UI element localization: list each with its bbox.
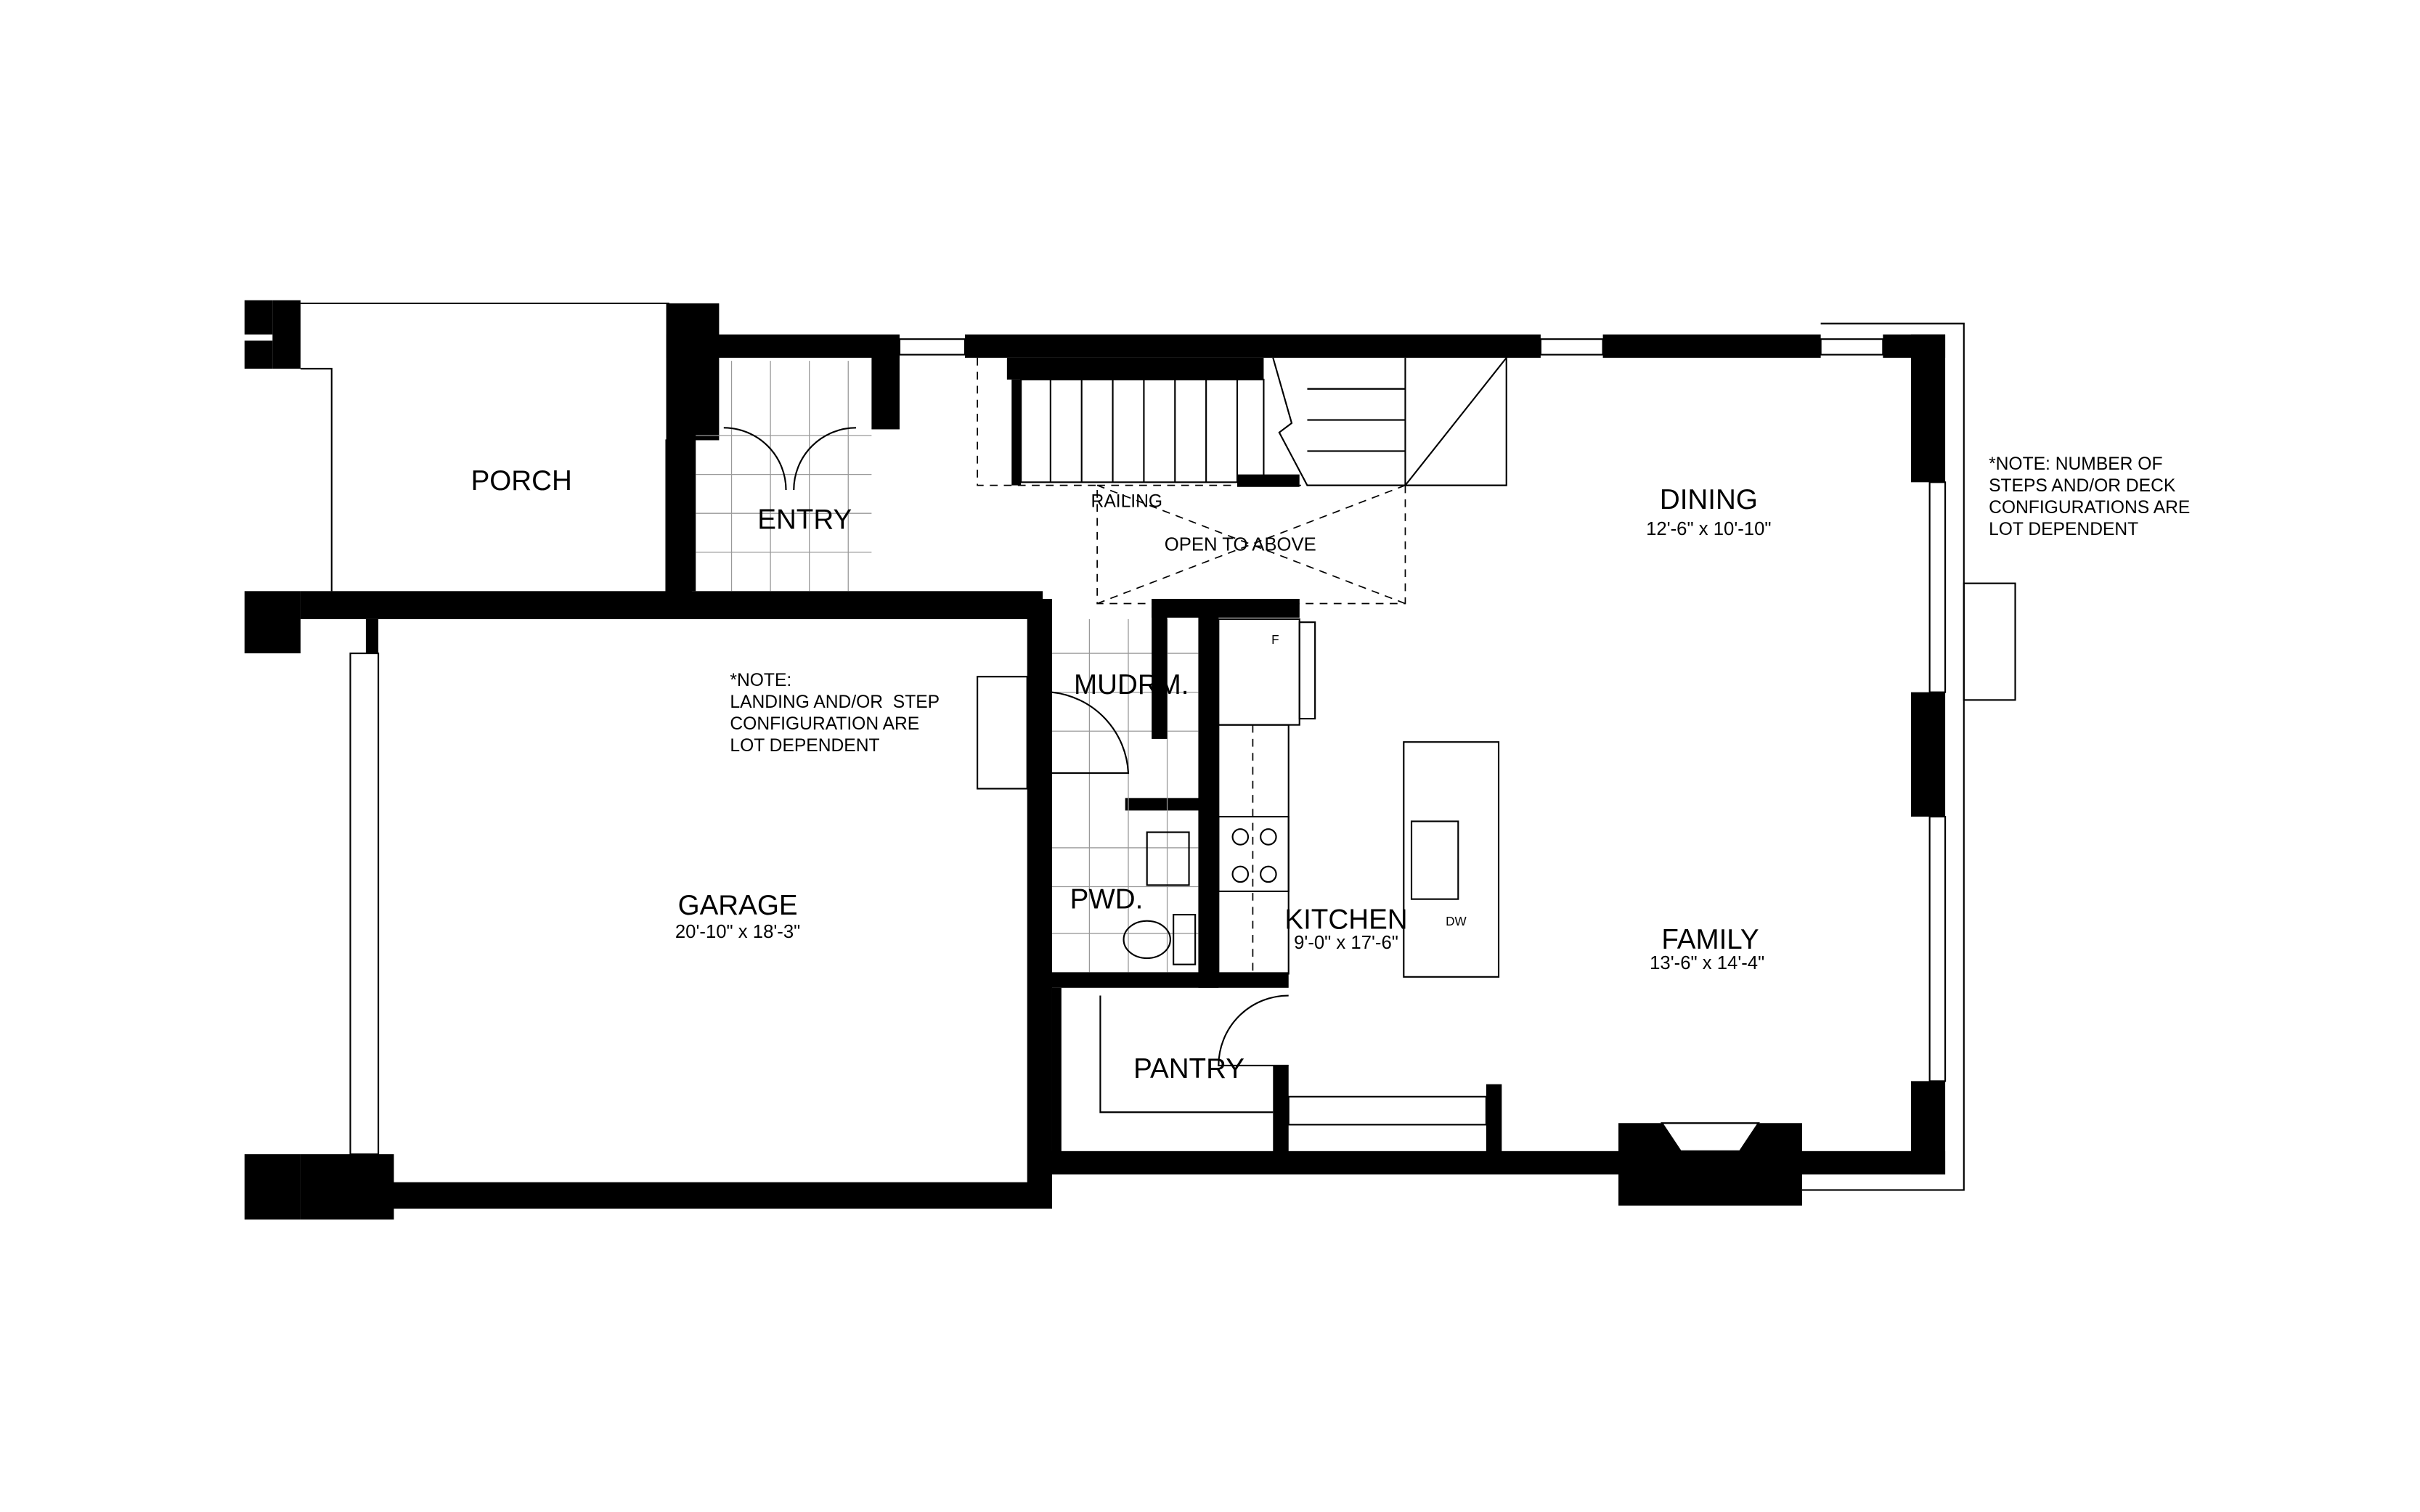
room-labels: PORCH ENTRY DINING 12'-6" x 10'-10" RAIL…: [471, 465, 1772, 1084]
note-line: CONFIGURATION ARE: [730, 714, 919, 734]
porch-label: PORCH: [471, 465, 572, 496]
note-line: STEPS AND/OR DECK: [1989, 476, 2176, 496]
note-line: LOT DEPENDENT: [730, 736, 879, 756]
family-label: FAMILY: [1661, 924, 1759, 955]
note-line: *NOTE:: [730, 671, 791, 690]
kitchen-label: KITCHEN: [1284, 904, 1407, 935]
dining-label: DINING: [1660, 484, 1758, 515]
deck-note: *NOTE: NUMBER OF STEPS AND/OR DECK CONFI…: [1989, 454, 2190, 539]
pantry-label: PANTRY: [1133, 1053, 1244, 1084]
note-line: LANDING AND/OR STEP: [730, 692, 940, 712]
walls: [244, 300, 2016, 1220]
note-line: CONFIGURATIONS ARE: [1989, 498, 2190, 518]
garage-size: 20'-10" x 18'-3": [675, 922, 800, 942]
kitchen-size: 9'-0" x 17'-6": [1294, 933, 1398, 953]
note-line: *NOTE: NUMBER OF: [1989, 454, 2162, 474]
dining-size: 12'-6" x 10'-10": [1646, 519, 1771, 539]
family-size: 13'-6" x 14'-4": [1650, 953, 1764, 973]
powder-room-label: PWD.: [1070, 884, 1144, 915]
open-to-above-label: OPEN TO ABOVE: [1165, 535, 1316, 555]
fridge-label: F: [1271, 632, 1279, 647]
note-line: LOT DEPENDENT: [1989, 520, 2138, 539]
mudroom-label: MUDRM.: [1074, 669, 1189, 700]
garage-label: GARAGE: [678, 890, 798, 921]
dishwasher-label: DW: [1446, 914, 1467, 928]
entry-label: ENTRY: [757, 504, 852, 536]
garage-note: *NOTE: LANDING AND/OR STEP CONFIGURATION…: [730, 671, 940, 756]
railing-label: RAILING: [1091, 492, 1163, 512]
